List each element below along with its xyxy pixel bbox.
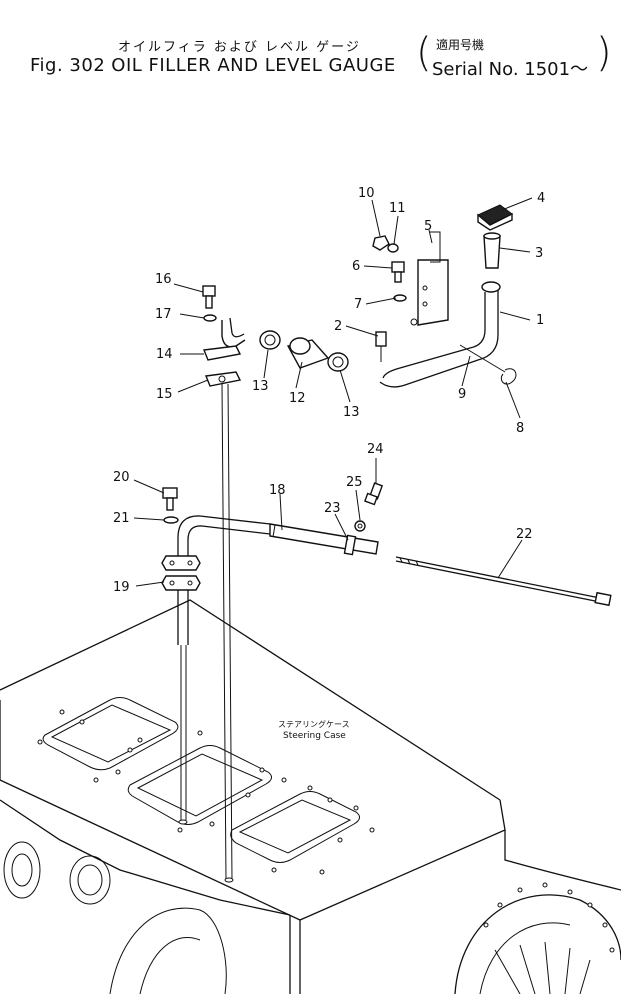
callout-numbers: 1 2 3 4 5 6 7 8 9 10 11 12 13 13 14 15 1… — [113, 186, 545, 595]
serial-open-paren: ( — [416, 30, 432, 76]
case-bolt-holes — [37, 709, 375, 875]
callout-23: 23 — [324, 501, 341, 516]
callout-10: 10 — [358, 186, 375, 201]
case-label-japanese: ステアリングケース — [278, 719, 350, 729]
callout-9: 9 — [458, 387, 466, 402]
gear-bolt-ring — [483, 882, 615, 953]
level-gauge-assembly — [161, 482, 612, 825]
callout-22: 22 — [516, 527, 533, 542]
case-label-english: Steering Case — [283, 731, 346, 741]
callout-19: 19 — [113, 580, 130, 595]
callout-13a: 13 — [252, 379, 269, 394]
figure-number: Fig. 302 — [30, 55, 106, 76]
callout-7: 7 — [354, 297, 362, 312]
serial-label-japanese: 適用号機 — [436, 38, 485, 52]
callout-3: 3 — [535, 246, 543, 261]
callout-12: 12 — [289, 391, 306, 406]
callout-5: 5 — [424, 219, 432, 234]
callout-6: 6 — [352, 259, 360, 274]
callout-15: 15 — [156, 387, 173, 402]
serial-number: Serial No. 1501～ — [432, 59, 589, 80]
callout-16: 16 — [155, 272, 172, 287]
steering-case — [0, 599, 621, 994]
callout-4: 4 — [537, 191, 545, 206]
callout-25: 25 — [346, 475, 363, 490]
callout-21: 21 — [113, 511, 130, 526]
callout-17: 17 — [155, 307, 172, 322]
title-japanese: オイルフィラ および レベル ゲージ — [118, 40, 361, 55]
callout-11: 11 — [389, 201, 406, 216]
callout-18: 18 — [269, 483, 286, 498]
callout-1: 1 — [536, 313, 544, 328]
callout-13b: 13 — [343, 405, 360, 420]
figure-title-text: OIL FILLER AND LEVEL GAUGE — [111, 55, 396, 76]
oil-filler-assembly — [202, 204, 517, 883]
callout-20: 20 — [113, 470, 130, 485]
callout-2: 2 — [334, 319, 342, 334]
serial-close-paren: ) — [596, 30, 612, 76]
callout-24: 24 — [367, 442, 384, 457]
leader-lines — [133, 197, 533, 587]
callout-8: 8 — [516, 421, 524, 436]
callout-14: 14 — [156, 347, 173, 362]
